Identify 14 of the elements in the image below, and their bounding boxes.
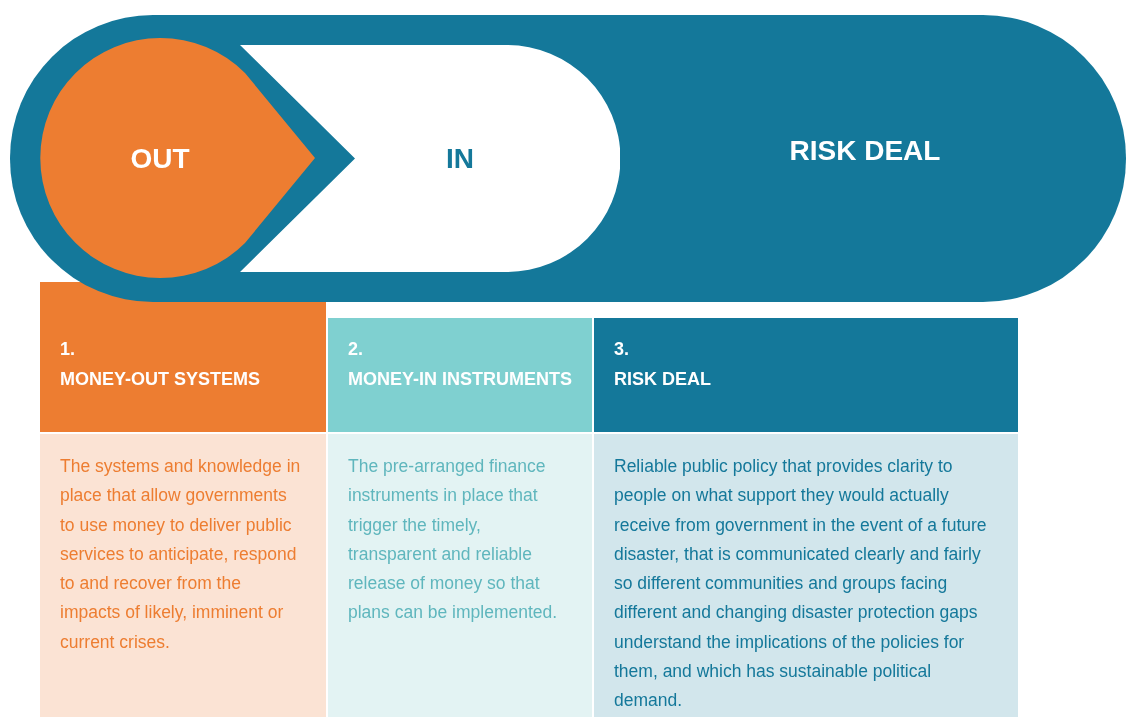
- step-number: 2.: [348, 338, 364, 361]
- table-cell: The systems and knowledge in place that allow governments to use money to deliver public services to anticipate, respond to and recover from the impacts of likely, imminent or current crises.: [40, 434, 326, 717]
- pill-shape: [240, 45, 620, 272]
- table-cell: The pre-arranged finance instruments in place that trigger the timely, transparent and reliable release of money so that plans can be implemented.: [328, 434, 592, 717]
- step-title: MONEY-IN INSTRUMENTS: [348, 368, 572, 391]
- step-number: 1.: [60, 338, 76, 361]
- teardrop-shape: [40, 38, 315, 278]
- shape-label: RISK DEAL: [788, 135, 942, 167]
- shape-label: IN: [445, 143, 475, 175]
- step-number: 3.: [614, 338, 630, 361]
- step-title: MONEY-OUT SYSTEMS: [60, 368, 262, 391]
- table-cell: Reliable public policy that provides clarity to people on what support they would actually receive from government in the event of a future disaster, that is communicated clearly and fairly so different communities and groups facing different and changing disaster protection gaps understand the implications of the policies for them, and which has sustainable political demand.: [594, 434, 1018, 717]
- shape-label: OUT: [129, 143, 191, 175]
- step-title: RISK DEAL: [614, 368, 712, 391]
